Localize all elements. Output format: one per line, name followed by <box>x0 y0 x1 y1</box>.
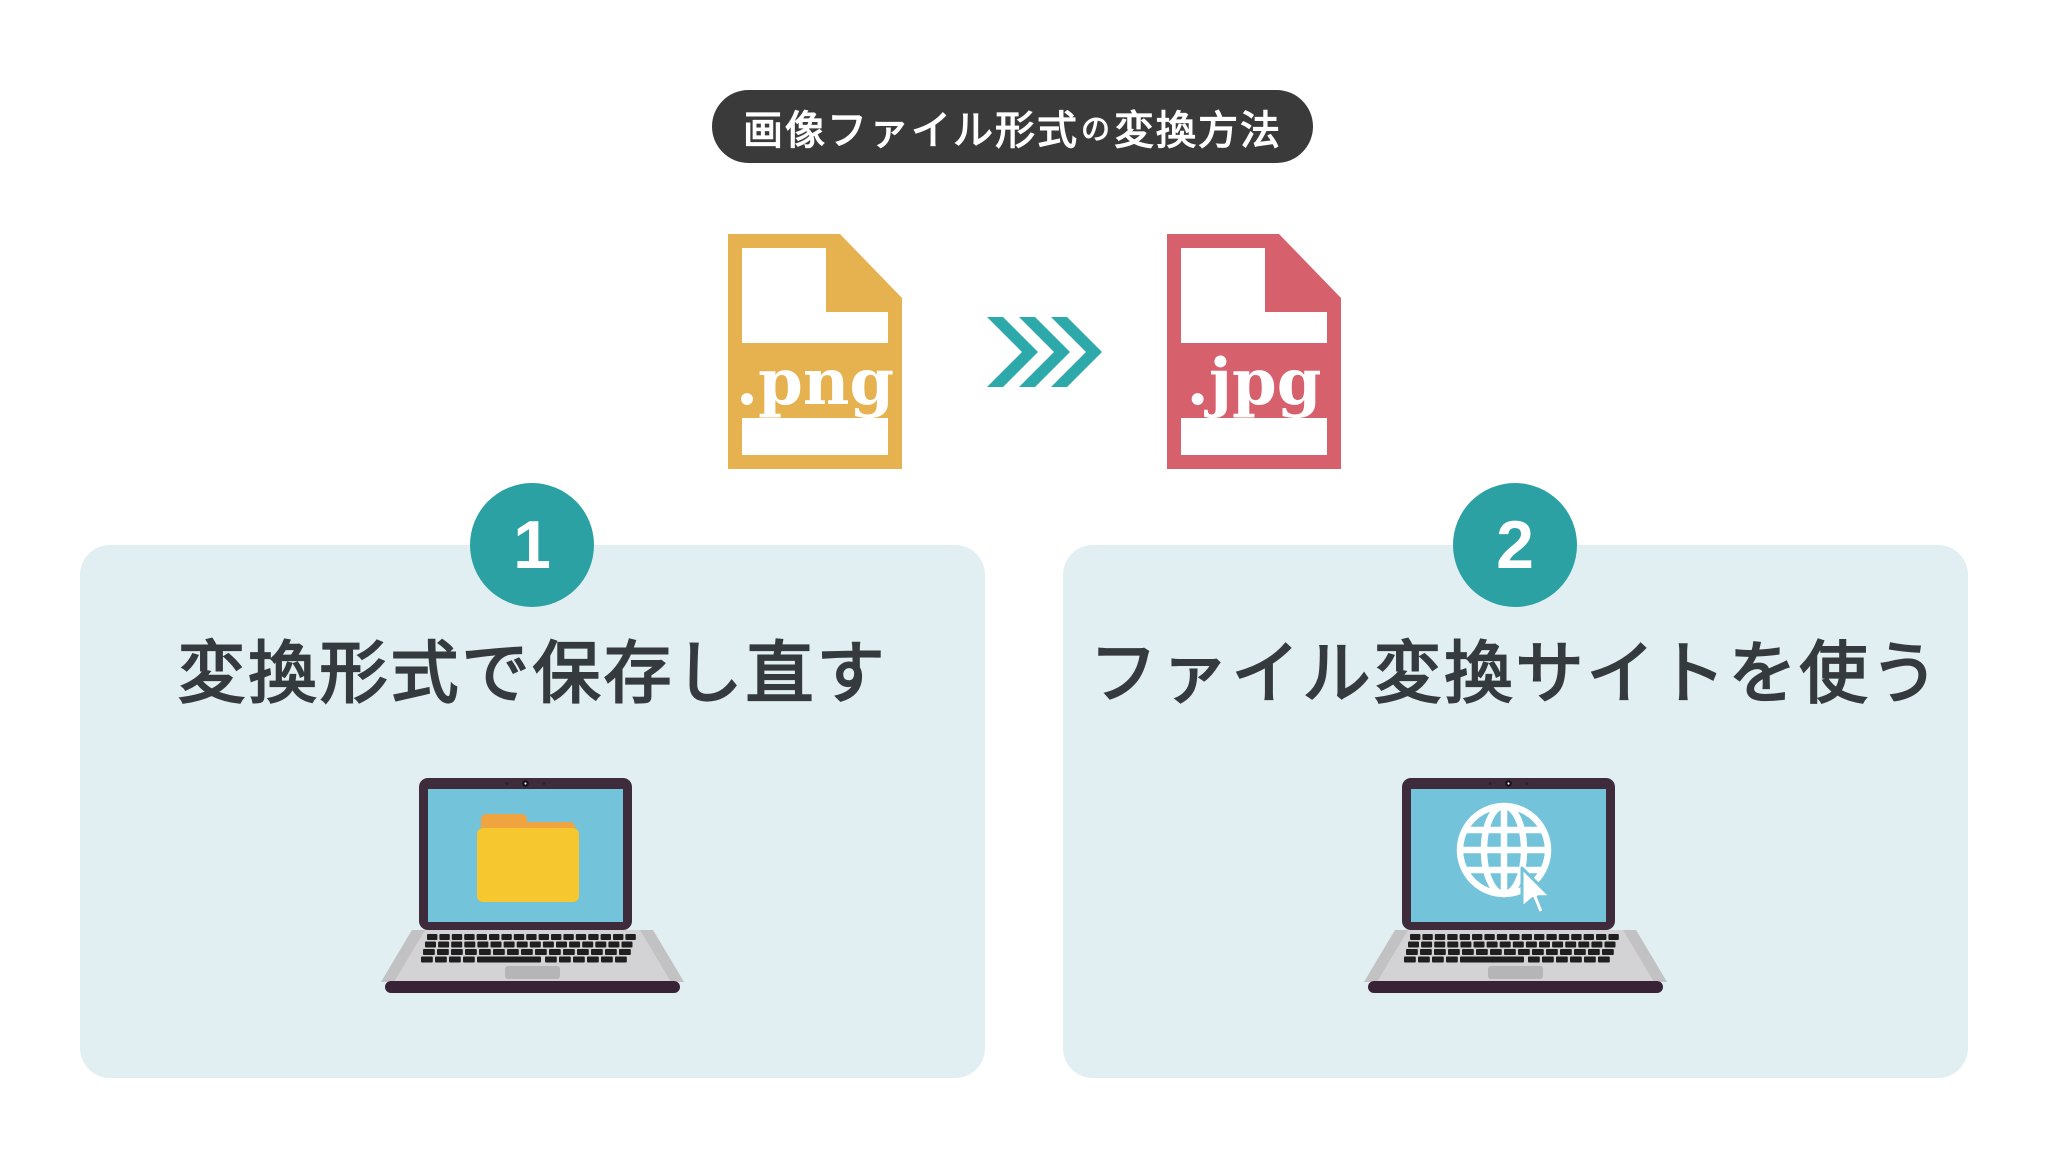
step-number-badge-2: 2 <box>1453 483 1577 607</box>
keyboard-keys <box>1404 934 1619 963</box>
triple-chevron-right-icon <box>987 317 1102 387</box>
jpg-file-outline <box>1167 234 1341 469</box>
jpg-file-icon: .jpg <box>1167 234 1341 469</box>
laptop-base-bar <box>1368 981 1663 993</box>
laptop-deck-shade-right <box>1623 930 1667 982</box>
title-banner: 画像ファイル形式 の 変換方法 <box>712 90 1313 163</box>
laptop-screen <box>1411 789 1606 922</box>
folder-front <box>477 828 579 902</box>
cursor-icon <box>1520 866 1553 916</box>
laptop-globe-icon <box>1364 778 1667 993</box>
step-number-2: 2 <box>1496 507 1534 583</box>
chevron-3 <box>1051 317 1102 387</box>
webcam-side-dot <box>1525 782 1529 785</box>
title-text-after: 変換方法 <box>1114 108 1282 153</box>
globe-icon <box>1456 802 1552 898</box>
step-number-1: 1 <box>513 507 551 583</box>
png-file-outline <box>728 234 902 469</box>
chevron-2 <box>1019 317 1070 387</box>
webcam-side-dot <box>542 782 546 785</box>
step-number-badge-1: 1 <box>470 483 594 607</box>
jpg-file-label: .jpg <box>1187 345 1322 420</box>
folder-icon <box>477 814 579 902</box>
png-file-band <box>728 343 902 418</box>
webcam-side-dot <box>1488 782 1492 785</box>
laptop-deck-shade-left <box>1364 930 1408 982</box>
png-file-label: .png <box>736 345 894 420</box>
chevron-group <box>987 317 1102 387</box>
webcam-dot <box>1507 782 1510 785</box>
laptop-deck-shade-right <box>640 930 684 982</box>
webcam-dot <box>524 782 527 785</box>
laptop-folder-icon <box>381 778 684 993</box>
title-text-before: 画像ファイル形式 <box>742 108 1079 153</box>
trackpad <box>1488 966 1543 979</box>
laptop-deck-shade-left <box>381 930 425 982</box>
method-title-1: 変換形式で保存し直す <box>177 636 888 712</box>
trackpad <box>505 966 560 979</box>
chevron-1 <box>987 317 1038 387</box>
png-file-icon: .png <box>728 234 902 469</box>
laptop-base-bar <box>385 981 680 993</box>
webcam-side-dot <box>505 782 509 785</box>
title-particle: の <box>1080 113 1112 146</box>
method-title-2: ファイル変換サイトを使う <box>1089 636 1942 712</box>
method-card-1: 1 変換形式で保存し直す <box>80 483 985 1078</box>
method-card-2: 2 ファイル変換サイトを使う <box>1063 483 1968 1078</box>
keyboard-keys <box>421 934 636 963</box>
jpg-file-band <box>1167 343 1341 418</box>
